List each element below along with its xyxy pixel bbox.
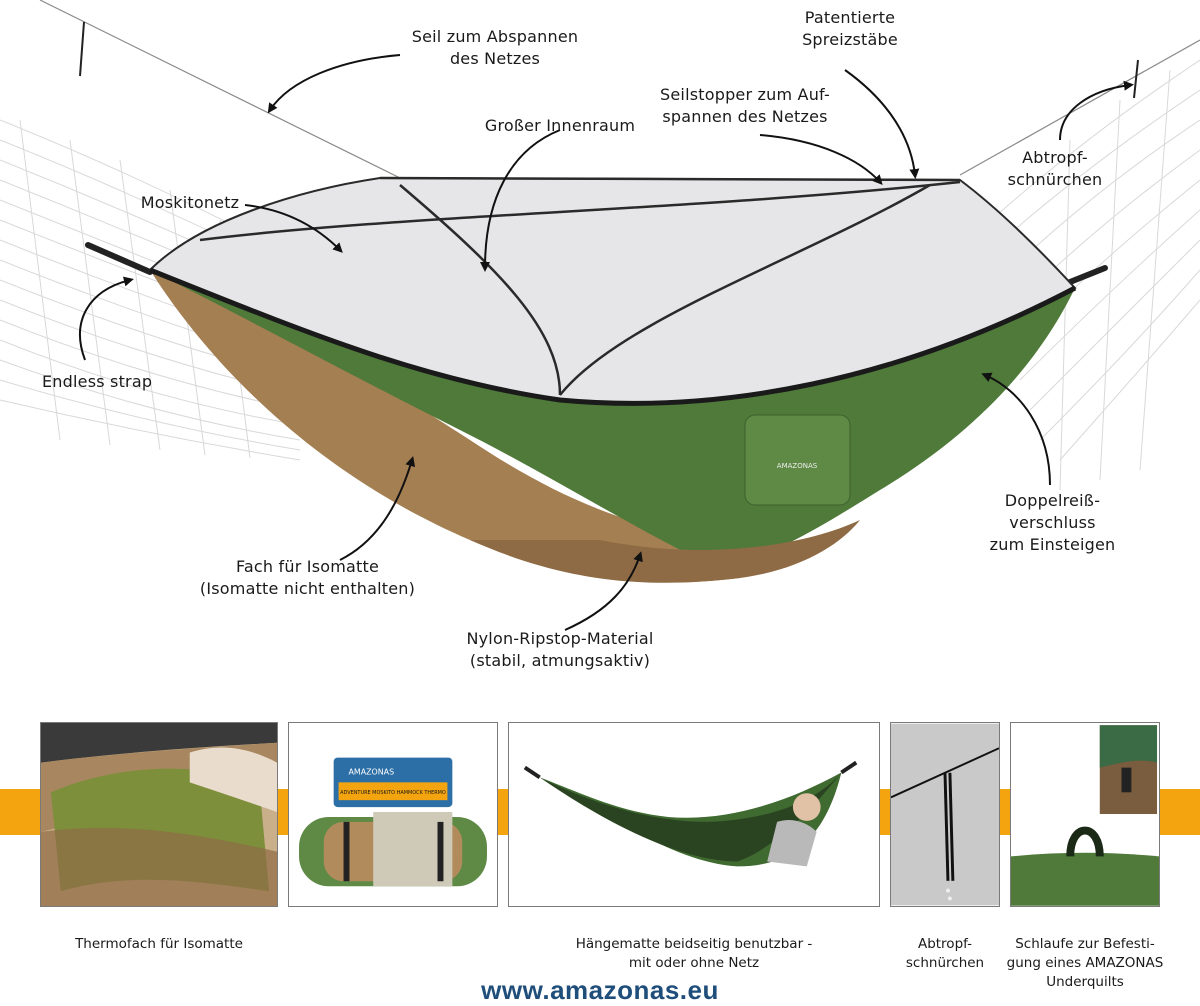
package-title: ADVENTURE MOSKITO HAMMOCK THERMO: [340, 790, 446, 796]
hammock-pocket: [744, 414, 851, 506]
thumbnail-loop: [1010, 722, 1160, 907]
thumbnail-drip: [890, 722, 1000, 907]
callout-strap: Endless strap: [42, 372, 153, 391]
thumbnail-thermo: [40, 722, 278, 907]
website-link[interactable]: www.amazonas.eu: [481, 975, 719, 1005]
background-hammock-left: [0, 119, 301, 461]
callout-mat-pocket: Fach für Isomatte (Isomatte nicht enthal…: [199, 557, 416, 598]
callout-drip-top: Abtropf- schnürchen: [1007, 148, 1103, 189]
thumbnail-reversible: [508, 722, 880, 907]
hammock-illustration: AMAZONAS: [0, 0, 1200, 631]
callout-zipper: Doppelreiß- verschluss zum Einsteigen: [989, 491, 1116, 554]
hammock-tan-bottom: [470, 520, 860, 583]
callout-net: Moskitonetz: [140, 193, 240, 212]
callout-material: Nylon-Ripstop-Material (stabil, atmungsa…: [466, 629, 654, 670]
spreader-bar-left: [85, 242, 153, 275]
caption-drip: Abtropf- schnürchen: [905, 936, 985, 971]
caption-loop: Schlaufe zur Befesti- gung eines AMAZONA…: [1006, 936, 1164, 990]
caption-reversible: Hängematte beidseitig benutzbar - mit od…: [575, 936, 813, 971]
svg-text:AMAZONAS: AMAZONAS: [777, 462, 818, 470]
callout-rope: Seil zum Abspannen des Netzes: [411, 27, 579, 68]
rope-stopper-left: [79, 21, 85, 77]
callout-arrows: [79, 54, 1134, 631]
callout-interior: Großer Innenraum: [484, 116, 636, 135]
caption-thermo: Thermofach für Isomatte: [75, 936, 243, 952]
thumbnail-package: AMAZONAS ADVENTURE MOSKITO HAMMOCK THERM…: [288, 722, 498, 907]
net-ridge-lines: [199, 176, 961, 396]
suspension-ropes: [39, 0, 1200, 179]
rope-stopper-right: [1133, 59, 1139, 99]
callout-stopper: Seilstopper zum Auf- spannen des Netzes: [660, 85, 830, 126]
callout-spreader: Patentierte Spreizstäbe: [802, 8, 898, 49]
package-brand: AMAZONAS: [348, 767, 394, 776]
